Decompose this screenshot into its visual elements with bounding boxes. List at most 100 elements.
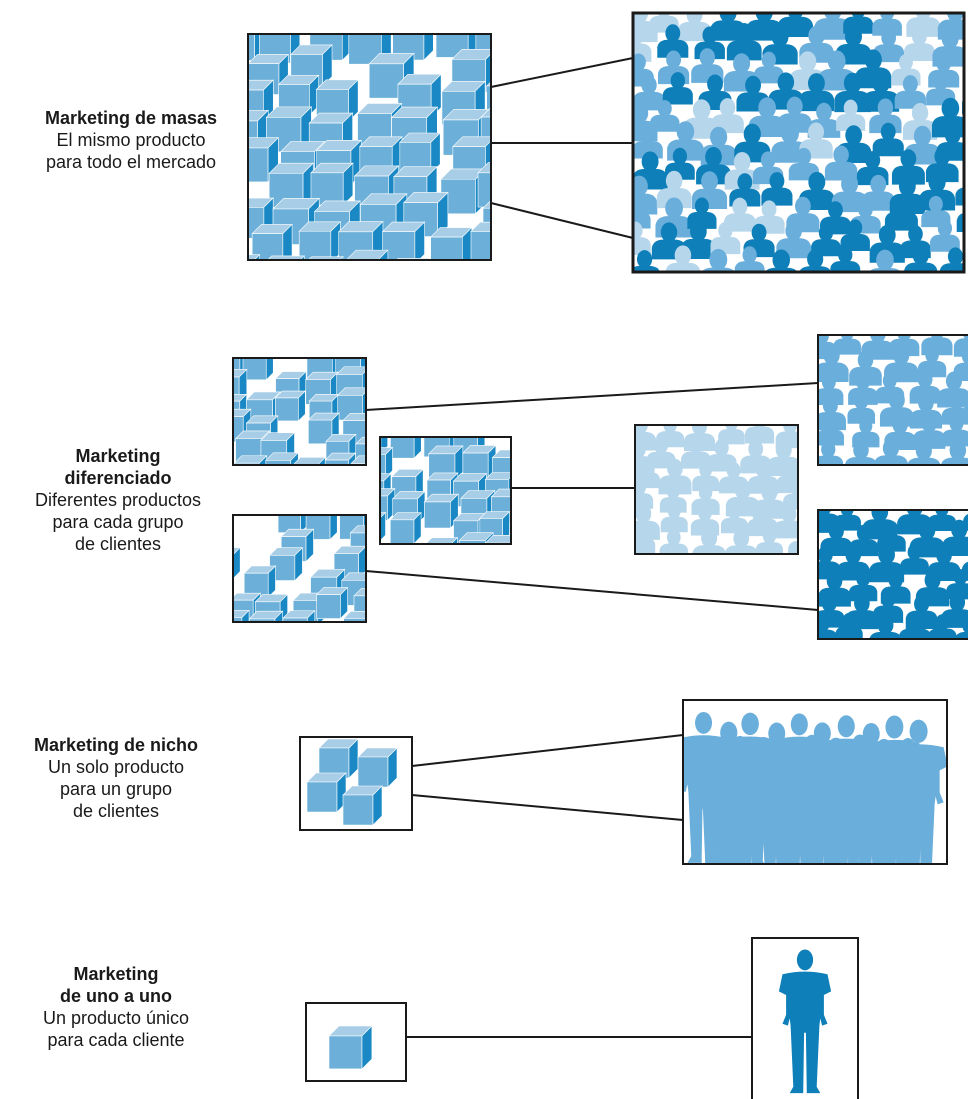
customer-figure (799, 122, 833, 159)
product-boxes (306, 738, 398, 826)
niche-group-frame (682, 699, 948, 865)
segment-crowd-frame-1 (817, 334, 968, 495)
segment-crowd-frame-2 (634, 424, 799, 555)
customer-figure (906, 636, 917, 639)
product-box (233, 546, 241, 580)
customer-figure (635, 523, 656, 554)
product-box (277, 74, 320, 116)
customer-figure (939, 247, 964, 272)
connector-line (411, 734, 684, 767)
product-boxes (248, 34, 491, 260)
product-box (389, 511, 422, 544)
one-to-one-marketing-title-1: Marketing (73, 964, 159, 984)
product-box (268, 547, 304, 582)
customer-crowd (818, 335, 968, 495)
differentiated-marketing-desc-3: de clientes (74, 534, 162, 554)
connectors (365, 57, 819, 1038)
product-box (242, 358, 274, 381)
product-box (306, 772, 347, 813)
customer-figure (818, 460, 828, 465)
mass-marketing-title: Marketing de masas (44, 108, 218, 128)
product-box (380, 487, 396, 522)
product-box (298, 221, 342, 260)
customer-figure (869, 615, 902, 639)
product-box (437, 258, 475, 260)
customer-figure (747, 460, 779, 494)
customer-figure (964, 392, 968, 411)
differentiated-marketing-desc-2: para cada grupo (52, 512, 184, 532)
customer-figure (900, 543, 929, 575)
customer-figure (734, 246, 765, 272)
product-box (425, 536, 459, 544)
single-product-frame (305, 1002, 407, 1082)
mass-marketing-label: Marketing de masas El mismo producto par… (0, 107, 262, 173)
product-box (324, 452, 357, 465)
customer-figure (848, 461, 861, 465)
product-box (233, 455, 268, 465)
customer-figure (905, 466, 932, 495)
differentiated-marketing-title-1: Marketing (75, 446, 161, 466)
customer-figure (699, 548, 713, 554)
niche-products-frame (299, 736, 413, 831)
product-box (390, 437, 422, 459)
customer-figure (872, 122, 904, 157)
product-box (315, 586, 349, 620)
product-box (307, 255, 344, 260)
segment-products-frame-3 (232, 514, 367, 623)
customer-figure (793, 550, 798, 554)
customer-figure (904, 27, 935, 61)
one-to-one-marketing-desc-2: para cada cliente (47, 1030, 185, 1050)
connector-line (411, 794, 684, 821)
customer-figure (692, 462, 720, 492)
customer-figure (818, 415, 845, 446)
single-customer-silhouette (778, 949, 832, 1094)
product-boxes (233, 515, 366, 622)
one-to-one-marketing-label: Marketing de uno a uno Un producto único… (0, 963, 232, 1051)
customer-figure (778, 949, 832, 1094)
product-box (484, 535, 511, 544)
customer-figure (744, 425, 775, 444)
customer-figure (907, 440, 941, 465)
customer-figure (762, 549, 775, 554)
product-box (251, 223, 293, 260)
segment-crowd-frame-3 (817, 509, 968, 640)
customer-figure (642, 551, 654, 554)
customer-figure (898, 612, 932, 639)
customer-figure (754, 51, 784, 84)
customer-figure (657, 24, 689, 58)
customer-figure (724, 197, 756, 232)
customer-figure (726, 22, 762, 61)
niche-marketing-title: Marketing de nicho (33, 735, 199, 755)
product-box (470, 221, 491, 260)
customer-crowd (633, 13, 964, 272)
product-box (292, 456, 327, 465)
customer-figure (928, 614, 957, 639)
customer-figure (915, 570, 950, 607)
segment-products-frame-1 (232, 357, 367, 466)
product-box (399, 132, 441, 175)
customer-figure (835, 612, 863, 639)
product-box (342, 610, 366, 622)
single-customer-frame (751, 937, 859, 1099)
mass-products-frame (247, 33, 492, 261)
customer-figure (884, 195, 918, 231)
customer-figure (904, 246, 938, 272)
customer-figure (872, 13, 902, 36)
product-box (333, 545, 366, 579)
customer-figure (650, 100, 680, 132)
customer-group-silhouette (683, 711, 947, 864)
customer-figure (849, 638, 854, 639)
product-box (248, 137, 280, 183)
customer-figure (818, 615, 838, 639)
niche-marketing-desc-1: Un solo producto (47, 757, 185, 777)
differentiated-marketing-label: Marketing diferenciado Diferentes produc… (0, 445, 236, 555)
product-box (248, 254, 261, 260)
customer-figure (662, 72, 693, 105)
product-box (458, 531, 494, 544)
product-box (345, 249, 389, 260)
connector-line (365, 570, 819, 611)
customer-figure (956, 212, 964, 233)
customer-figure (755, 528, 783, 554)
customer-figure (773, 505, 798, 539)
differentiated-marketing-title-2: diferenciado (64, 468, 172, 488)
